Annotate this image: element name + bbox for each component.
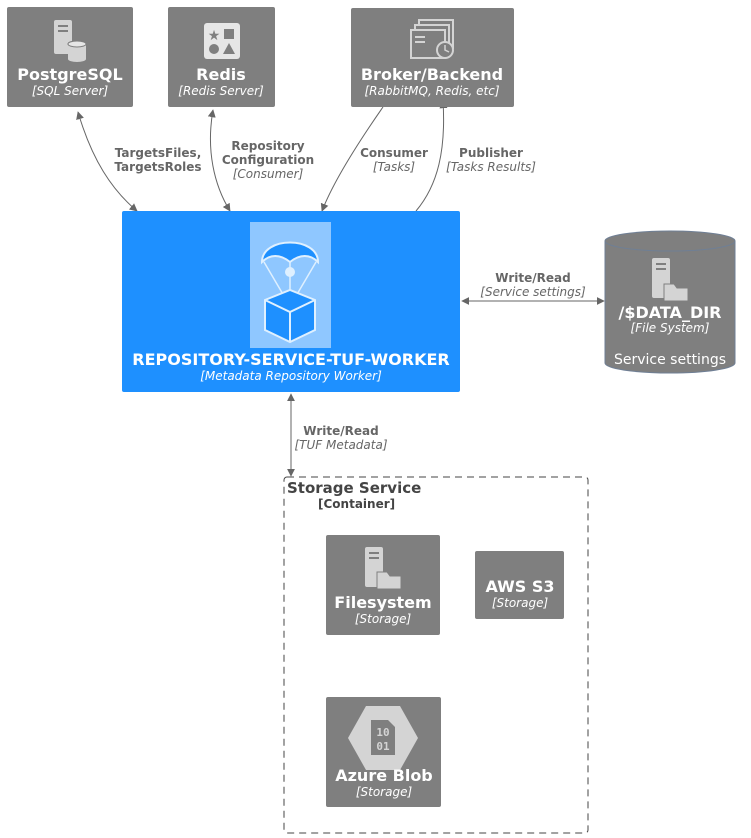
edge-label-consumer: Consumer	[360, 146, 428, 160]
binary-hexagon-icon: 10 01	[348, 706, 418, 770]
redis-title: Redis	[196, 65, 246, 84]
edge-worker-publisher: Publisher [Tasks Results]	[415, 100, 536, 212]
edge-postgres-worker: TargetsFiles, TargetsRoles	[76, 111, 202, 212]
data-dir-title: /$DATA_DIR	[618, 303, 721, 322]
storage-service-boundary: Storage Service [Container]	[283, 476, 589, 834]
edge-label-write-read-tuf: Write/Read	[303, 424, 378, 438]
edge-worker-datadir: Write/Read [Service settings]	[461, 271, 605, 305]
filesystem-type: [Storage]	[355, 612, 412, 626]
server-folder-icon	[365, 547, 402, 590]
edge-sub-tuf-metadata: [TUF Metadata]	[294, 438, 387, 452]
edge-label-publisher: Publisher	[459, 146, 523, 160]
aws-s3-title: AWS S3	[485, 577, 554, 596]
node-worker[interactable]: REPOSITORY-SERVICE-TUF-WORKER [Metadata …	[122, 211, 460, 392]
azure-blob-type: [Storage]	[356, 785, 413, 799]
aws-s3-type: [Storage]	[492, 596, 549, 610]
node-data-dir[interactable]: /$DATA_DIR [File System] Service setting…	[604, 230, 736, 374]
binary-text-top: 10	[376, 726, 389, 739]
worker-type: [Metadata Repository Worker]	[200, 369, 382, 383]
node-broker-backend[interactable]: Broker/Backend [RabbitMQ, Redis, etc]	[351, 8, 514, 107]
worker-title: REPOSITORY-SERVICE-TUF-WORKER	[132, 350, 449, 369]
queue-clock-icon	[410, 19, 454, 59]
node-azure-blob[interactable]: 10 01 Azure Blob [Storage]	[326, 697, 441, 807]
edge-sub-service-settings: [Service settings]	[480, 285, 586, 299]
edge-sub-tasks-results: [Tasks Results]	[446, 160, 536, 174]
edge-label-configuration: Configuration	[222, 153, 314, 167]
redis-shapes-icon: ★	[204, 23, 240, 59]
data-dir-type: [File System]	[631, 321, 710, 335]
node-redis[interactable]: ★ Redis [Redis Server]	[168, 7, 275, 107]
node-aws-s3[interactable]: AWS S3 [Storage]	[475, 551, 564, 619]
node-filesystem[interactable]: Filesystem [Storage]	[326, 535, 440, 635]
edge-sub-tasks: [Tasks]	[373, 160, 416, 174]
postgresql-title: PostgreSQL	[17, 65, 122, 84]
edge-broker-consumer: Consumer [Tasks]	[320, 106, 428, 212]
boundary-title: Storage Service	[287, 479, 421, 497]
broker-title: Broker/Backend	[361, 65, 503, 84]
redis-type: [Redis Server]	[178, 84, 264, 98]
svg-text:★: ★	[208, 28, 221, 44]
filesystem-title: Filesystem	[334, 593, 431, 612]
postgresql-type: [SQL Server]	[32, 84, 109, 98]
binary-text-bottom: 01	[376, 740, 390, 753]
parachute-box-icon	[250, 222, 331, 348]
broker-type: [RabbitMQ, Redis, etc]	[365, 84, 500, 98]
boundary-type: [Container]	[318, 497, 395, 511]
edge-worker-storage: Write/Read [TUF Metadata]	[287, 393, 388, 477]
edge-label-repository: Repository	[231, 139, 304, 153]
edge-label-targetsroles: TargetsRoles	[114, 160, 201, 174]
azure-blob-title: Azure Blob	[335, 766, 433, 785]
edge-redis-worker: Repository Configuration [Consumer]	[207, 109, 314, 212]
edge-sub-consumer: [Consumer]	[233, 167, 304, 181]
edge-label-targetsfiles: TargetsFiles,	[115, 146, 202, 160]
data-dir-note: Service settings	[614, 352, 726, 368]
database-server-icon	[54, 20, 87, 62]
node-postgresql[interactable]: PostgreSQL [SQL Server]	[7, 7, 133, 107]
edge-label-write-read-settings: Write/Read	[495, 271, 570, 285]
server-folder-icon	[652, 258, 689, 302]
